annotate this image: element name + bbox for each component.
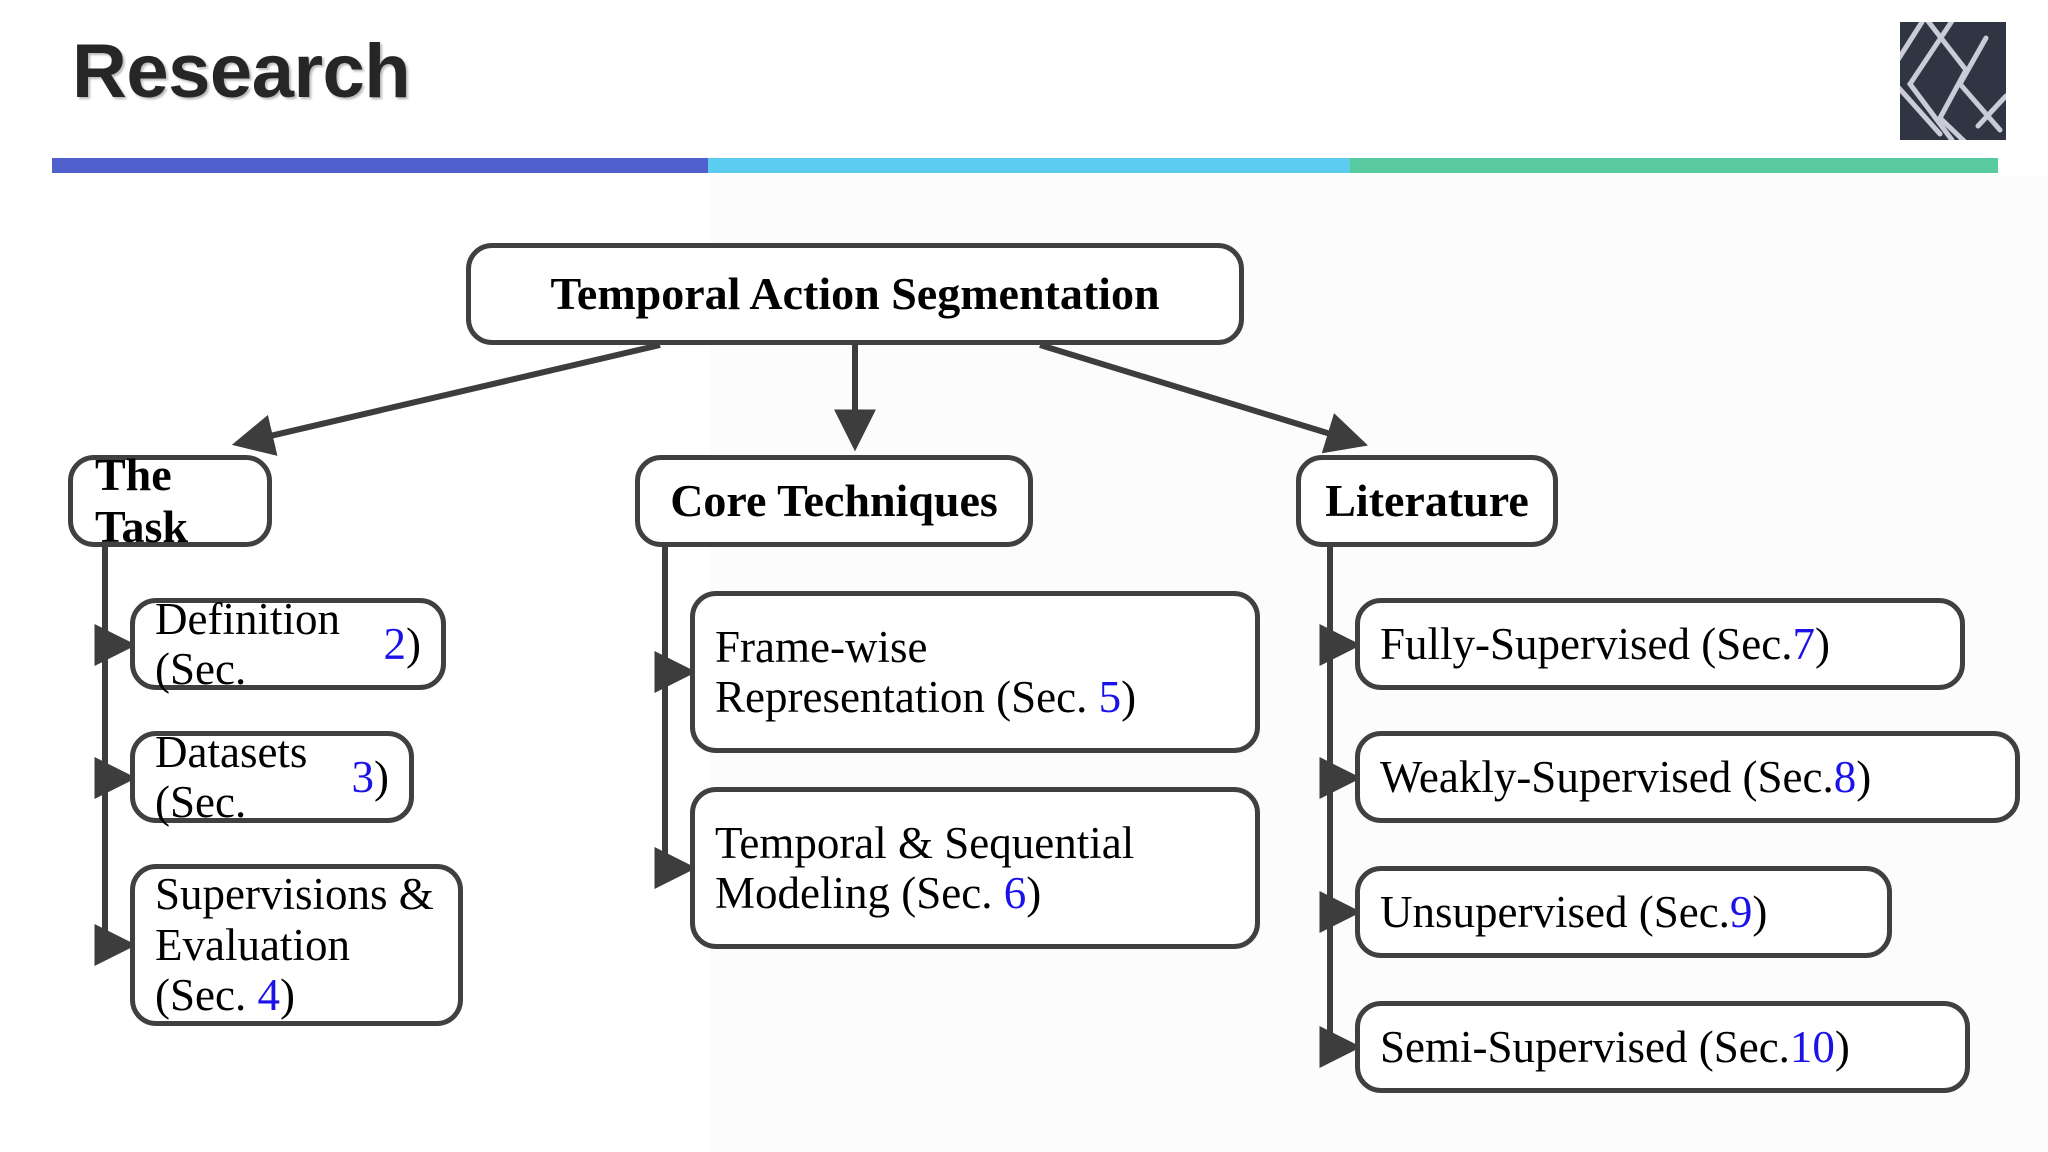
node-temporal-sequential-modeling-tail: ) [1026,868,1042,918]
node-frame-wise-representation-wrap: Frame-wise Representation (Sec. 5) [715,622,1136,723]
node-fully-supervised[interactable]: Fully-Supervised (Sec. 7) [1355,598,1965,690]
node-frame-wise-representation[interactable]: Frame-wise Representation (Sec. 5) [690,591,1260,753]
node-fully-supervised-section: 7 [1792,618,1815,669]
node-fully-supervised-tail: ) [1814,618,1830,669]
accent-rule-segment-1 [52,158,708,173]
node-definition-section: 2 [383,618,407,669]
node-weakly-supervised-section: 8 [1833,751,1857,802]
node-unsupervised-text: Unsupervised (Sec. [1380,886,1730,937]
node-literature[interactable]: Literature [1296,455,1558,547]
node-definition[interactable]: Definition (Sec. 2) [130,594,446,694]
lattice-logo-icon [1900,22,2006,140]
node-temporal-sequential-modeling-text: Temporal & Sequential Modeling (Sec. [715,817,1135,918]
node-semi-supervised-section: 10 [1789,1021,1835,1072]
node-definition-text: Definition (Sec. [155,593,340,694]
page-title: Research [72,29,411,114]
node-core-techniques[interactable]: Core Techniques [635,455,1033,547]
node-weakly-supervised-text: Weakly-Supervised (Sec. [1380,751,1834,802]
node-datasets-text: Datasets (Sec. [155,726,308,827]
node-temporal-sequential-modeling-section: 6 [1003,868,1027,918]
node-frame-wise-representation-tail: ) [1121,672,1137,722]
node-supervisions-evaluation-tail: ) [279,970,295,1021]
node-supervisions-evaluation-section: 4 [257,970,280,1021]
node-semi-supervised-tail: ) [1834,1021,1850,1072]
node-unsupervised-section: 9 [1729,886,1753,937]
node-frame-wise-representation-text: Frame-wise Representation (Sec. [715,621,1088,722]
node-weakly-supervised[interactable]: Weakly-Supervised (Sec. 8) [1355,731,2020,823]
node-temporal-sequential-modeling-wrap: Temporal & Sequential Modeling (Sec. 6) [715,818,1134,919]
node-temporal-sequential-modeling[interactable]: Temporal & Sequential Modeling (Sec. 6) [690,787,1260,949]
node-weakly-supervised-tail: ) [1856,751,1872,802]
node-supervisions-evaluation-text: Supervisions & Evaluation (Sec. [155,869,434,1021]
node-datasets-section: 3 [351,751,375,802]
node-the-task[interactable]: The Task [68,449,272,552]
node-datasets[interactable]: Datasets (Sec. 3) [130,727,414,827]
node-frame-wise-representation-section: 5 [1098,672,1122,722]
accent-rule-segment-2 [708,158,1350,173]
node-temporal-action-segmentation[interactable]: Temporal Action Segmentation [466,243,1244,345]
node-semi-supervised-text: Semi-Supervised (Sec. [1380,1021,1790,1072]
accent-rule-segment-3 [1350,158,1998,173]
node-supervisions-evaluation-wrap: Supervisions & Evaluation (Sec. 4) [155,869,438,1020]
node-unsupervised-tail: ) [1752,886,1768,937]
node-unsupervised[interactable]: Unsupervised (Sec. 9) [1355,866,1892,958]
node-definition-tail: ) [406,618,421,669]
node-semi-supervised[interactable]: Semi-Supervised (Sec. 10) [1355,1001,1970,1093]
node-fully-supervised-text: Fully-Supervised (Sec. [1380,618,1793,669]
node-datasets-tail: ) [374,751,389,802]
node-supervisions-evaluation[interactable]: Supervisions & Evaluation (Sec. 4) [130,864,463,1026]
